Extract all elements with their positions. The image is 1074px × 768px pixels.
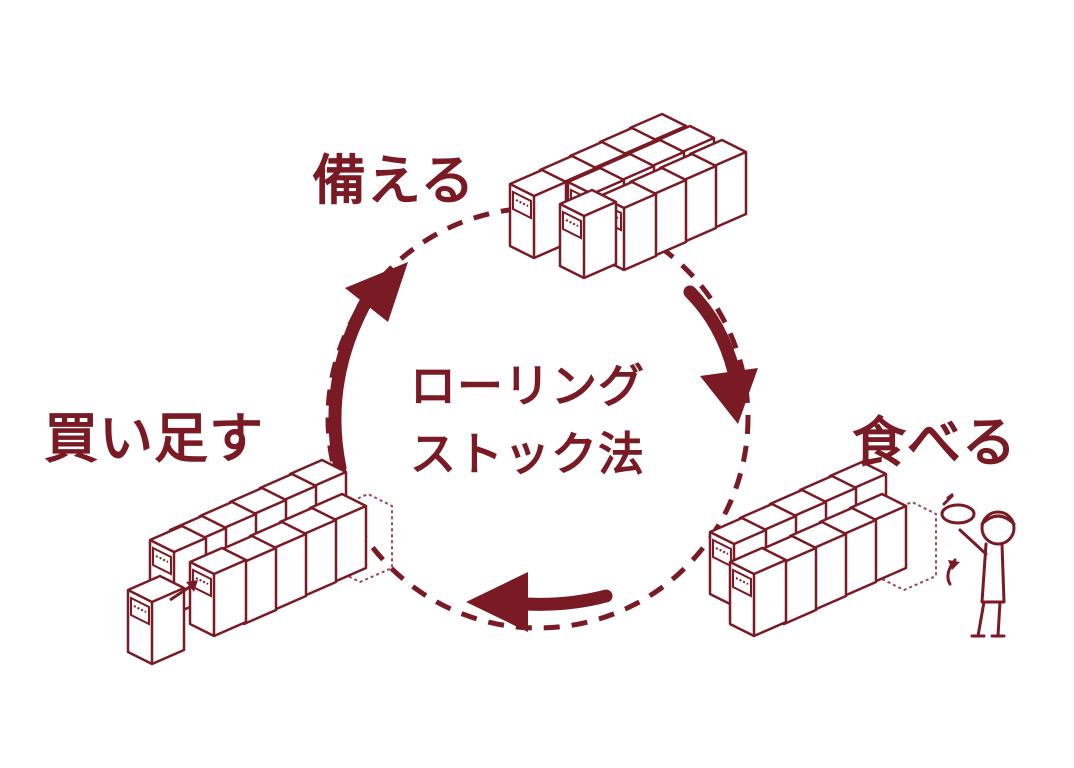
arrow-down-right	[683, 285, 758, 424]
person-eating-illustration	[940, 493, 1016, 638]
stage-label-buy: 買い足す	[44, 407, 264, 470]
arrow-up-left	[328, 262, 408, 475]
stock-pouches-refill	[148, 458, 393, 638]
stage-label-eat: 食べる	[852, 411, 1017, 474]
center-title-line1: ローリング	[410, 359, 645, 413]
center-title-line2: ストック法	[410, 427, 645, 481]
new-pouch-incoming	[126, 574, 198, 666]
stage-label-stock: 備える	[312, 149, 476, 212]
stock-pouches-full	[508, 112, 748, 280]
stock-pouches-eating	[708, 460, 937, 638]
arrow-bottom-left	[466, 572, 613, 632]
